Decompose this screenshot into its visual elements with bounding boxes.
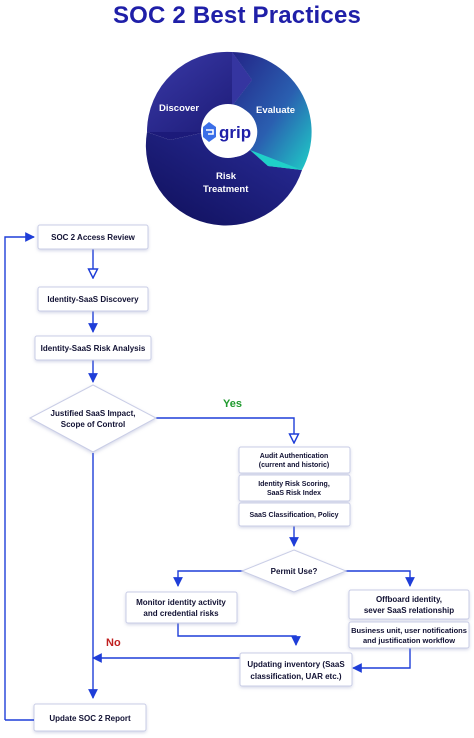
discovery-box (37, 286, 149, 312)
notify-to-inventory (352, 648, 411, 673)
permit-no-line (173, 570, 246, 587)
report-label: Update SOC 2 Report (49, 714, 131, 723)
scoring-label-line2: SaaS Risk Index (267, 490, 321, 497)
no-label: No (106, 637, 121, 649)
scoring-label-line1: Identity Risk Scoring, (258, 481, 330, 488)
offboard-box (348, 589, 470, 620)
access-review-box (37, 224, 149, 250)
report-box (33, 703, 147, 732)
discovery-label: Identity-SaaS Discovery (47, 295, 139, 304)
stage-risk: Risk (216, 171, 237, 182)
logo-circle (201, 104, 255, 158)
logo-text: grip (219, 123, 251, 142)
permit-label: Permit Use? (271, 567, 318, 576)
decision-label-line1: Justified SaaS Impact, (51, 409, 136, 418)
stage-treatment: Treatment (203, 184, 249, 195)
connectors (4, 232, 415, 720)
audit-box (238, 446, 351, 474)
flow-boxes: SOC 2 Access Review Identity-SaaS Discov… (28, 224, 470, 732)
audit-label-line2: (current and historic) (259, 462, 329, 469)
access-review-label: SOC 2 Access Review (51, 233, 136, 242)
cycle-graphic: grip Discover Evaluate Risk Treatment (145, 51, 312, 226)
loop-back-line (4, 232, 35, 720)
evaluate-segment (232, 52, 312, 170)
page-title: SOC 2 Best Practices (112, 2, 362, 29)
inventory-label-line2: classification, UAR etc.) (250, 672, 341, 681)
cycle-arrow-discover (232, 52, 252, 106)
stage-evaluate: Evaluate (256, 105, 295, 116)
grip-logo-icon (203, 122, 216, 142)
permit-yes-line (342, 570, 415, 587)
scoring-box (238, 474, 351, 502)
cycle-arrow-evaluate (250, 150, 302, 170)
risk-analysis-box (34, 335, 152, 361)
yes-label: Yes (223, 398, 242, 410)
notify-label-line2: and justification workflow (363, 636, 455, 645)
classification-label: SaaS Classification, Policy (249, 512, 338, 519)
stage-discover: Discover (159, 103, 199, 114)
permit-diamond (240, 549, 348, 593)
cycle-arrow-risk (147, 132, 206, 140)
monitor-box (125, 591, 238, 624)
offboard-label-line1: Offboard identity, (376, 595, 442, 604)
discover-segment (146, 51, 252, 132)
decision-diamond (28, 384, 158, 453)
inventory-box (239, 652, 353, 687)
monitor-label-line1: Monitor identity activity (136, 598, 226, 607)
decision-yes-line (156, 417, 294, 443)
risk-treatment-segment (145, 132, 302, 226)
decision-label-line2: Scope of Control (61, 420, 125, 429)
monitor-label-line2: and credential risks (143, 609, 219, 618)
offboard-label-line2: sever SaaS relationship (364, 606, 454, 615)
audit-label-line1: Audit Authentication (260, 453, 329, 460)
inventory-label-line1: Updating inventory (SaaS (247, 660, 345, 669)
monitor-to-inventory (177, 623, 301, 646)
classification-box (238, 502, 351, 527)
notify-box (348, 621, 470, 649)
risk-analysis-label: Identity-SaaS Risk Analysis (41, 344, 146, 353)
notify-label-line1: Business unit, user notifications (351, 626, 467, 635)
